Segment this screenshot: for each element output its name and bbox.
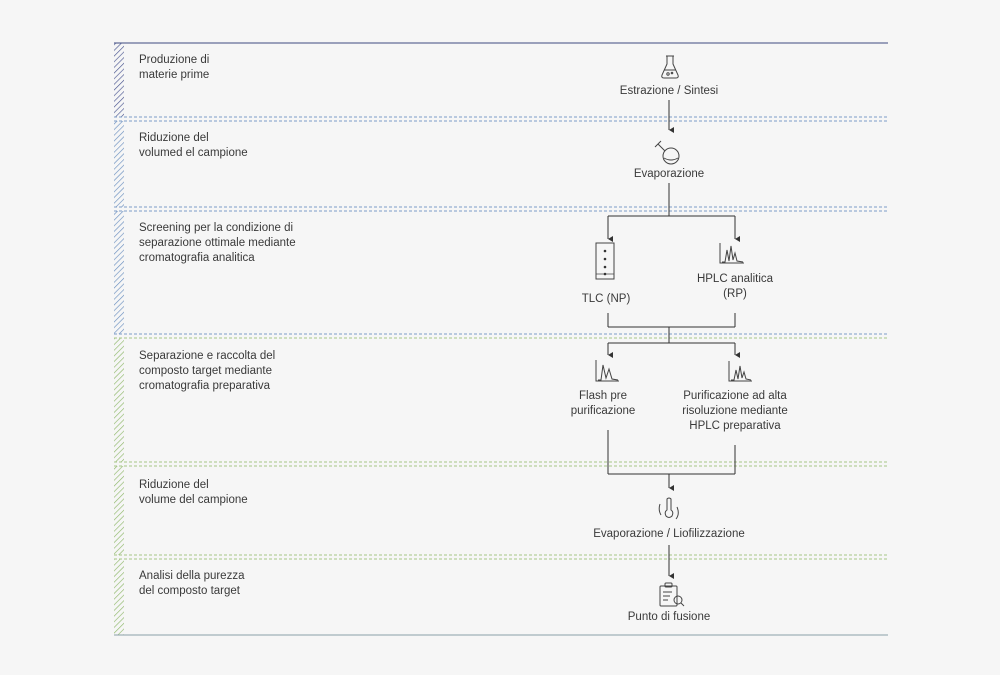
node-hplc-prep-label: Purificazione ad alta risoluzione median… — [682, 389, 787, 434]
stage-1-line-1: Produzione di — [139, 54, 210, 66]
node-hplc-analitica-line-2: (RP) — [723, 288, 747, 300]
stage-5-line-2: volume del campione — [139, 494, 248, 506]
connectors — [607, 100, 740, 579]
node-evaporazione-label: Evaporazione — [633, 168, 705, 180]
stage-1-line-2: materie prime — [139, 69, 210, 81]
stage-6-label: Analisi della purezza del composto targe… — [139, 569, 244, 599]
node-estrazione-label: Estrazione / Sintesi — [619, 85, 719, 97]
stage-5-line-1: Riduzione del — [139, 479, 209, 491]
stage-3-line-2: separazione ottimale mediante — [139, 237, 296, 249]
node-flash-label: Flash pre purificazione — [571, 389, 636, 419]
stage-1-hatch — [114, 43, 124, 117]
stage-separators-blue — [114, 116, 888, 335]
node-fusione-label: Punto di fusione — [627, 611, 711, 623]
stage-1-label: Produzione di materie prime — [139, 53, 209, 83]
chromatogram-icon-hplc-analitica — [719, 243, 744, 264]
node-hplc-prep-line-2: risoluzione mediante — [682, 405, 788, 417]
node-flash-line-2: purificazione — [570, 405, 636, 417]
node-flash-line-1: Flash pre — [579, 390, 627, 402]
stage-6-line-1: Analisi della purezza — [139, 570, 245, 582]
stage-6-line-2: del composto target — [139, 585, 241, 597]
stage-4-hatch — [114, 338, 124, 462]
stage-4-line-1: Separazione e raccolta del — [139, 350, 276, 362]
flask-icon — [661, 55, 679, 79]
thermometer-icon — [658, 497, 679, 520]
stage-4-label: Separazione e raccolta del composto targ… — [139, 349, 275, 394]
node-tlc-label: TLC (NP) — [581, 293, 631, 305]
stage-5-label: Riduzione del volume del campione — [139, 478, 248, 508]
chromatogram-icon-hplc-prep — [728, 361, 752, 382]
stage-6-hatch — [114, 559, 124, 635]
node-hplc-analitica-label: HPLC analitica (RP) — [697, 272, 773, 302]
stage-4-line-3: cromatografia preparativa — [139, 380, 271, 392]
stage-3-line-3: cromatografia analitica — [139, 252, 255, 264]
stage-3-label: Screening per la condizione di separazio… — [139, 221, 296, 266]
stage-2-label: Riduzione del volumed el campione — [139, 131, 248, 161]
node-hplc-analitica-line-1: HPLC analitica — [696, 273, 774, 285]
node-hplc-prep-line-3: HPLC preparativa — [689, 420, 781, 432]
stage-3-line-1: Screening per la condizione di — [139, 222, 294, 234]
node-evap-lio-label: Evaporazione / Liofilizzazione — [593, 528, 745, 540]
stage-2-hatch — [114, 121, 124, 207]
stage-2-line-2: volumed el campione — [139, 147, 248, 159]
node-hplc-prep-line-1: Purificazione ad alta — [683, 390, 787, 402]
tlc-plate-icon — [595, 242, 615, 280]
round-flask-icon — [654, 140, 680, 165]
stage-3-hatch — [114, 211, 124, 334]
stage-4-line-2: composto target mediante — [139, 365, 272, 377]
stage-2-line-1: Riduzione del — [139, 132, 209, 144]
chromatogram-icon-flash — [595, 360, 619, 382]
stage-separators-green — [114, 337, 888, 560]
clipboard-search-icon — [659, 582, 685, 607]
stage-5-hatch — [114, 466, 124, 555]
